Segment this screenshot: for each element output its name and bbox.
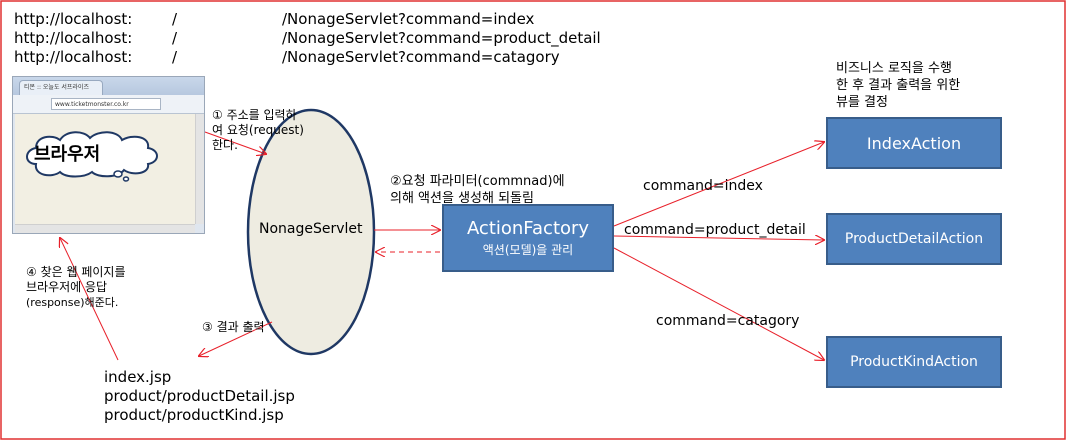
url-host-column: http://localhost: http://localhost: http…: [14, 10, 132, 67]
step2-note: ②요청 파라미터(commnad)에 의해 액션을 생성해 되돌림: [390, 173, 565, 207]
step2-line: ②요청 파라미터(commnad)에: [390, 174, 565, 189]
url-slash-column: / / /: [172, 10, 177, 67]
business-line: 뷰를 결정: [836, 95, 888, 110]
arrow-to-kind-action: [613, 247, 824, 360]
arrow-request: [204, 131, 266, 154]
business-line: 비즈니스 로직을 수행: [836, 61, 952, 76]
horizontal-scrollbar[interactable]: [15, 224, 195, 233]
action-factory-box: ActionFactory 액션(모델)을 관리: [442, 204, 614, 272]
browser-tab[interactable]: 티몬 :: 오늘도 서프라이즈: [19, 80, 103, 95]
address-bar[interactable]: www.ticketmonster.co.kr: [51, 98, 161, 110]
product-kind-action-box: ProductKindAction: [826, 336, 1002, 388]
url-path: /NonageServlet?command=product_detail: [282, 29, 601, 47]
url-slash: /: [172, 48, 178, 66]
url-slash: /: [172, 10, 178, 28]
action-factory-subtitle: 액션(모델)을 관리: [482, 243, 574, 257]
url-path-column: /NonageServlet?command=index /NonageServ…: [282, 10, 601, 67]
arrow-response: [60, 238, 119, 361]
command-index-label: command=index: [643, 178, 763, 194]
index-action-box: IndexAction: [826, 117, 1002, 169]
url-slash: /: [172, 29, 178, 47]
product-detail-action-box: ProductDetailAction: [826, 213, 1002, 265]
servlet-ellipse: [246, 108, 376, 356]
step4-line: (response)해준다.: [26, 296, 119, 309]
step3-note: ③ 결과 출력: [202, 320, 265, 334]
servlet-label: NonageServlet: [259, 221, 363, 237]
step2-line: 의해 액션을 생성해 되돌림: [390, 191, 534, 206]
browser-toolbar: ◀ ▶ ↻ www.ticketmonster.co.kr ☆ ● ≡: [13, 95, 204, 126]
step1-note: ① 주소를 입력하 여 요청(request) 한다.: [212, 108, 304, 153]
view-jsp-item: product/productDetail.jsp: [104, 387, 295, 405]
view-jsp-item: product/productKind.jsp: [104, 406, 284, 424]
step1-line: ① 주소를 입력하: [212, 108, 297, 122]
arrow-result-output: [199, 321, 273, 356]
command-catagory-label: command=catagory: [656, 313, 800, 329]
step1-line: 한다.: [212, 138, 238, 152]
step1-line: 여 요청(request): [212, 123, 304, 137]
url-host: http://localhost:: [14, 10, 133, 28]
step4-line: ④ 찾은 웹 페이지를: [26, 265, 126, 279]
command-product-detail-label: command=product_detail: [624, 222, 806, 238]
url-path: /NonageServlet?command=index: [282, 10, 535, 28]
browser-cloud-label: 브라우저: [34, 144, 101, 165]
action-factory-title: ActionFactory: [466, 218, 590, 239]
browser-cloud-shape: [26, 131, 158, 182]
url-host: http://localhost:: [14, 48, 133, 66]
arrow-to-detail-action: [613, 236, 824, 240]
url-path: /NonageServlet?command=catagory: [282, 48, 560, 66]
arrow-to-index-action: [613, 142, 824, 227]
browser-tab-bar: 티몬 :: 오늘도 서프라이즈: [13, 77, 204, 95]
view-jsp-item: index.jsp: [104, 368, 172, 386]
url-host: http://localhost:: [14, 29, 133, 47]
vertical-scrollbar[interactable]: [195, 114, 204, 224]
business-logic-note: 비즈니스 로직을 수행 한 후 결과 출력을 위한 뷰를 결정: [836, 60, 960, 111]
step4-line: 브라우저에 응답: [26, 280, 108, 294]
view-jsp-list: index.jsp product/productDetail.jsp prod…: [104, 368, 295, 425]
step4-note: ④ 찾은 웹 페이지를 브라우저에 응답 (response)해준다.: [26, 265, 125, 310]
business-line: 한 후 결과 출력을 위한: [836, 78, 961, 93]
